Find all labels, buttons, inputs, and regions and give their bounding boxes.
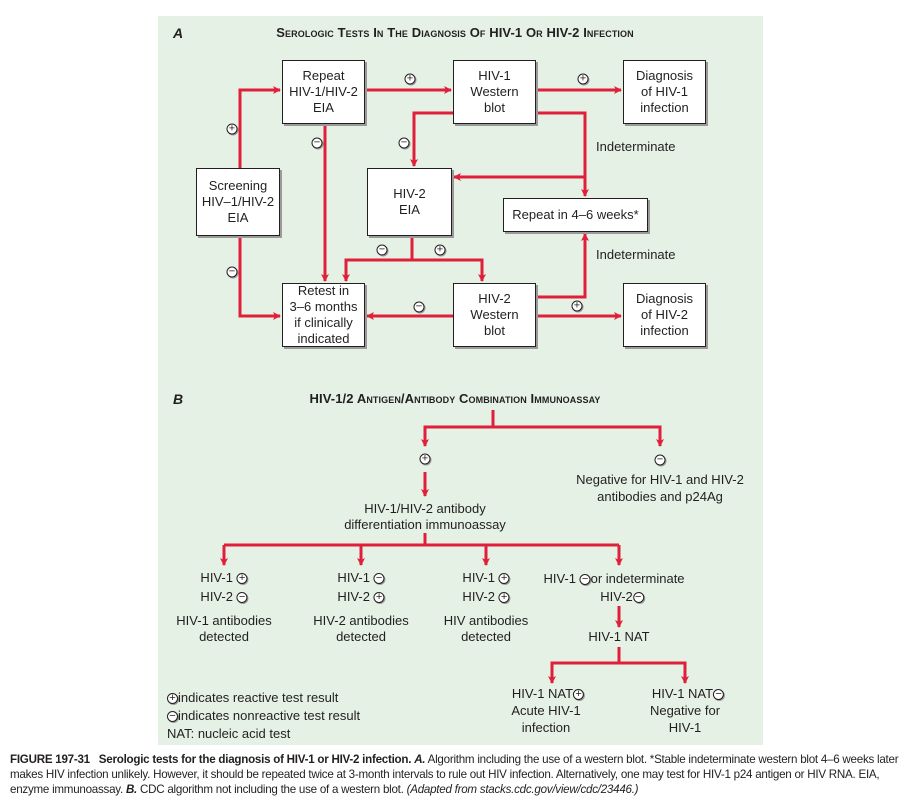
nat-negative-text: Negative for: [649, 703, 721, 718]
differentiation-text: HIV-1/HIV-2 antibody: [364, 501, 486, 516]
plus-sign-icon: +: [434, 244, 446, 256]
plus-sign-icon: +: [167, 693, 178, 705]
nat-text: HIV-1 NAT: [588, 629, 650, 644]
nat-negative-result: HIV-1 NAT−: [652, 686, 725, 702]
arrow-screening-negative: [238, 236, 281, 320]
plus-sign-icon: +: [573, 689, 585, 701]
arrow-wb1-negative: [410, 111, 453, 167]
plus-sign-icon: +: [373, 592, 385, 604]
outcome-hiv1-result: HIV-1 −: [337, 570, 385, 586]
minus-sign-icon: −: [579, 574, 591, 586]
arrow-wb1-indeterminate: [536, 111, 589, 197]
arrow-combo-positive: [421, 425, 493, 447]
minus-sign-icon: −: [236, 592, 248, 604]
outcome-hiv2-result: HIV-2−: [600, 589, 644, 605]
minus-sign-icon: −: [398, 137, 410, 149]
legend-nonreactive: −indicates nonreactive test result: [167, 708, 360, 724]
box-diagnosis-hiv1: Diagnosis of HIV-1 infection: [623, 60, 706, 124]
nat-positive-text: infection: [521, 720, 571, 735]
label-indeterminate-wb2: Indeterminate: [596, 247, 676, 262]
minus-sign-icon: −: [632, 592, 644, 604]
plus-sign-icon: +: [498, 573, 510, 585]
minus-sign-icon: −: [373, 573, 385, 585]
outcome-text: HIV-2 antibodies: [313, 613, 409, 628]
box-hiv2-eia: HIV-2 EIA: [367, 168, 452, 236]
label-indeterminate-wb1: Indeterminate: [596, 139, 676, 154]
figure-title: Serologic tests for the diagnosis of HIV…: [98, 753, 412, 766]
minus-sign-icon: −: [376, 244, 388, 256]
minus-sign-icon: −: [167, 711, 178, 723]
legend-nat: NAT: nucleic acid test: [167, 726, 291, 741]
panel-b-label: B: [173, 391, 184, 407]
minus-sign-icon: −: [311, 137, 323, 149]
figure-caption: FIGURE 197-31 Serologic tests for the di…: [10, 753, 899, 796]
box-retest: Retest in 3–6 months if clinically indic…: [282, 283, 365, 347]
plus-sign-icon: +: [236, 573, 248, 585]
figure-number: FIGURE 197-31: [10, 753, 90, 766]
outcome-hiv2-result: HIV-2 +: [337, 589, 385, 605]
outcome-text: HIV antibodies: [443, 613, 529, 628]
plus-sign-icon: +: [577, 73, 589, 85]
outcome-hiv2-result: HIV-2 −: [200, 589, 248, 605]
diagram-panel: [158, 16, 763, 745]
plus-sign-icon: +: [226, 123, 238, 135]
outcome-hiv2-result: HIV-2 +: [462, 589, 510, 605]
box-screening-eia: Screening HIV–1/HIV-2 EIA: [196, 168, 280, 236]
arrow-hiv2-eia-positive: [412, 258, 486, 282]
minus-sign-icon: −: [413, 301, 425, 313]
plus-sign-icon: +: [419, 453, 431, 465]
outcome-text: detected: [199, 629, 249, 644]
arrow-wb2-indeterminate: [536, 233, 589, 299]
outcome-text: detected: [336, 629, 386, 644]
box-repeat-4-6-weeks: Repeat in 4–6 weeks*: [503, 198, 648, 232]
nat-positive-result: HIV-1 NAT+: [512, 686, 585, 702]
outcome-hiv1-result: HIV-1 +: [200, 570, 248, 586]
nat-negative-text: HIV-1: [668, 720, 702, 735]
arrow-screening-positive: [238, 86, 281, 168]
negative-text: Negative for HIV-1 and HIV-2: [576, 472, 744, 487]
arrow-nat-negative: [619, 661, 689, 684]
panel-a-label: A: [173, 25, 184, 41]
differentiation-text: differentiation immunoassay: [344, 517, 506, 532]
panel-a-title: Serologic Tests In The Diagnosis Of HIV-…: [276, 25, 634, 40]
arrow-combo-negative: [493, 425, 664, 447]
outcome-hiv1-result: HIV-1 −or indeterminate: [543, 571, 685, 586]
minus-sign-icon: −: [713, 689, 725, 701]
arrow-nat-positive: [548, 661, 619, 684]
legend-reactive: +indicates reactive test result: [167, 690, 338, 706]
outcome-text: detected: [461, 629, 511, 644]
panel-b-title: HIV-1/2 Antigen/Antibody Combination Imm…: [309, 391, 601, 406]
plus-sign-icon: +: [571, 300, 583, 312]
minus-sign-icon: −: [226, 266, 238, 278]
arrow-hiv2-eia-negative: [342, 258, 412, 282]
negative-text: antibodies and p24Ag: [597, 489, 723, 504]
box-diagnosis-hiv2: Diagnosis of HIV-2 infection: [623, 283, 706, 347]
box-repeat-eia: Repeat HIV-1/HIV-2 EIA: [282, 60, 365, 124]
plus-sign-icon: +: [498, 592, 510, 604]
outcome-text: HIV-1 antibodies: [176, 613, 272, 628]
minus-sign-icon: −: [654, 454, 666, 466]
outcome-hiv1-result: HIV-1 +: [462, 570, 510, 586]
plus-sign-icon: +: [404, 73, 416, 85]
nat-positive-text: Acute HIV-1: [511, 703, 581, 718]
box-hiv1-western-blot: HIV-1 Western blot: [453, 60, 536, 124]
box-hiv2-western-blot: HIV-2 Western blot: [453, 283, 536, 347]
